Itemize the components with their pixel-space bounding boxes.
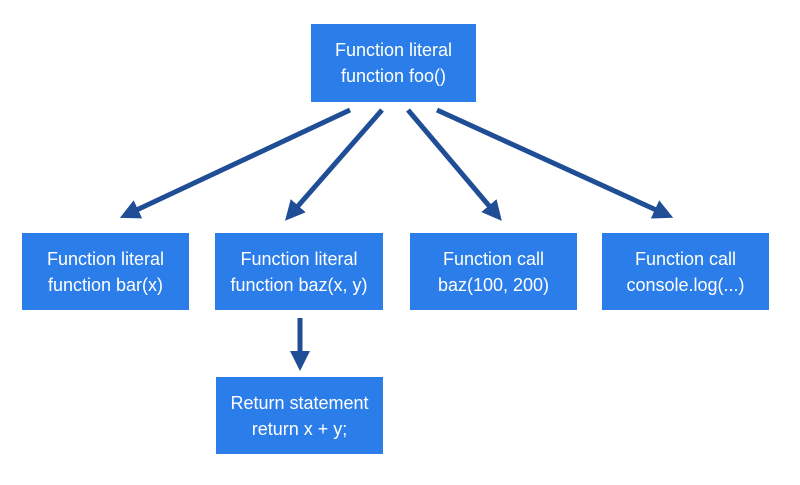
- edge-root-to-bar: [119, 107, 352, 219]
- node-call-baz: Function call baz(100, 200): [410, 233, 577, 310]
- node-code-label: function bar(x): [47, 274, 164, 295]
- node-kind-label: Function call: [442, 248, 545, 269]
- node-kind-label: Function literal: [334, 40, 453, 60]
- node-function-bar: Function literal function bar(x): [22, 233, 189, 310]
- node-kind-label: Function literal: [46, 248, 165, 269]
- node-call-console-log: Function call console.log(...): [602, 233, 769, 310]
- node-kind-label: Return statement: [230, 392, 369, 413]
- edge-root-to-baz: [285, 108, 384, 221]
- edge-root-to-call2: [435, 107, 674, 219]
- node-code-label: function baz(x, y): [230, 274, 368, 295]
- node-code-label: console.log(...): [626, 274, 745, 295]
- node-kind-label: Function call: [634, 248, 737, 269]
- node-function-baz: Function literal function baz(x, y): [215, 233, 383, 310]
- node-code-label: baz(100, 200): [437, 274, 550, 295]
- node-code-label: function foo(): [340, 66, 447, 86]
- node-function-foo: Function literal function foo(): [311, 24, 476, 102]
- edge-root-to-call1: [406, 108, 502, 221]
- node-code-label: return x + y;: [251, 418, 348, 439]
- node-kind-label: Function literal: [240, 248, 358, 269]
- node-return-statement: Return statement return x + y;: [216, 377, 383, 454]
